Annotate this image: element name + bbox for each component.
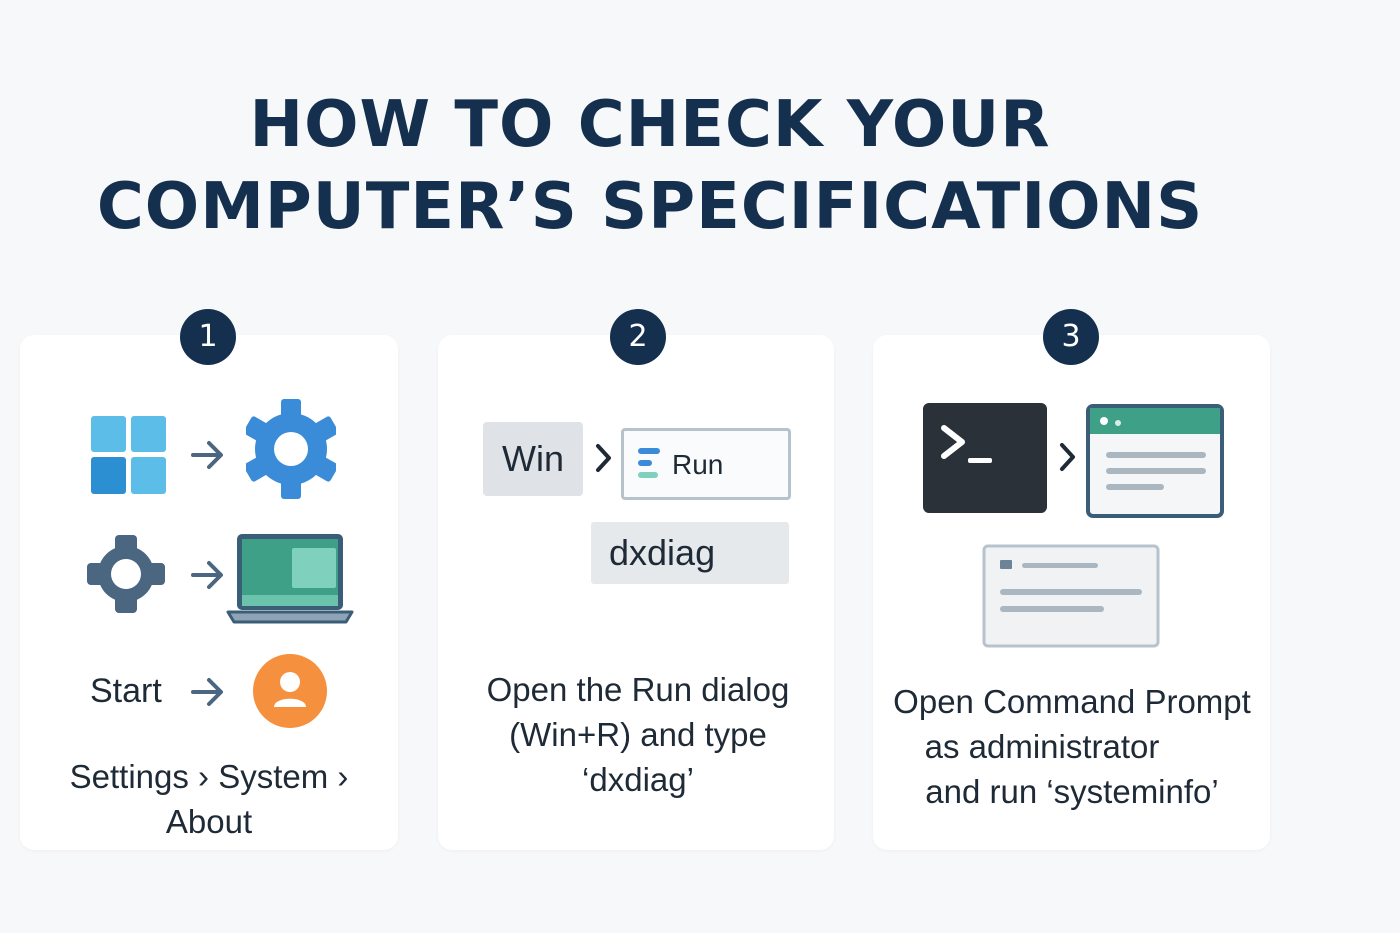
step-1-badge: 1 — [180, 309, 236, 365]
step-1-caption: Settings › System › About — [30, 754, 388, 844]
settings-icon — [87, 535, 165, 613]
page-title: HOW TO CHECK YOUR COMPUTER’S SPECIFICATI… — [0, 84, 1300, 248]
step-2-caption-line-1: Open the Run dialog — [486, 671, 790, 708]
title-line-2: COMPUTER’S SPECIFICATIONS — [96, 170, 1204, 244]
run-dialog-icon — [638, 448, 660, 478]
chevron-right-icon — [596, 444, 611, 472]
win-key: Win — [483, 422, 583, 496]
step-1-caption-line-2: About — [165, 803, 253, 840]
run-dialog: Run — [621, 428, 791, 500]
step-3-caption-line-3: and run ‘systeminfo’ — [925, 773, 1219, 810]
start-label: Start — [90, 672, 162, 710]
step-2-badge: 2 — [610, 309, 666, 365]
step-2-card — [438, 335, 834, 850]
dxdiag-command: dxdiag — [591, 522, 789, 584]
windows-logo-icon — [91, 416, 166, 494]
step-3-badge: 3 — [1043, 309, 1099, 365]
arrow-right-icon — [191, 441, 223, 469]
user-icon — [253, 654, 327, 728]
gear-icon — [246, 399, 336, 499]
step-2-caption-line-2: (Win+R) and type — [509, 716, 767, 753]
step-1-caption-line-1: Settings › System › — [69, 758, 349, 795]
step-3-caption-line-1: Open Command Prompt — [893, 683, 1251, 720]
chevron-right-icon — [1060, 443, 1075, 471]
arrow-right-icon — [191, 678, 223, 706]
step-2-caption: Open the Run dialog (Win+R) and type ‘dx… — [448, 667, 828, 802]
step-3-caption: Open Command Prompt as administrator and… — [880, 679, 1264, 814]
document-icon — [982, 544, 1160, 648]
terminal-icon — [923, 403, 1047, 513]
run-label: Run — [672, 449, 724, 480]
title-line-1: HOW TO CHECK YOUR — [249, 88, 1051, 162]
step-2-caption-line-3: ‘dxdiag’ — [582, 761, 694, 798]
step-3-caption-line-2: as administrator — [924, 728, 1160, 765]
window-icon — [1086, 404, 1224, 518]
laptop-icon — [226, 534, 354, 624]
arrow-right-icon — [191, 561, 223, 589]
